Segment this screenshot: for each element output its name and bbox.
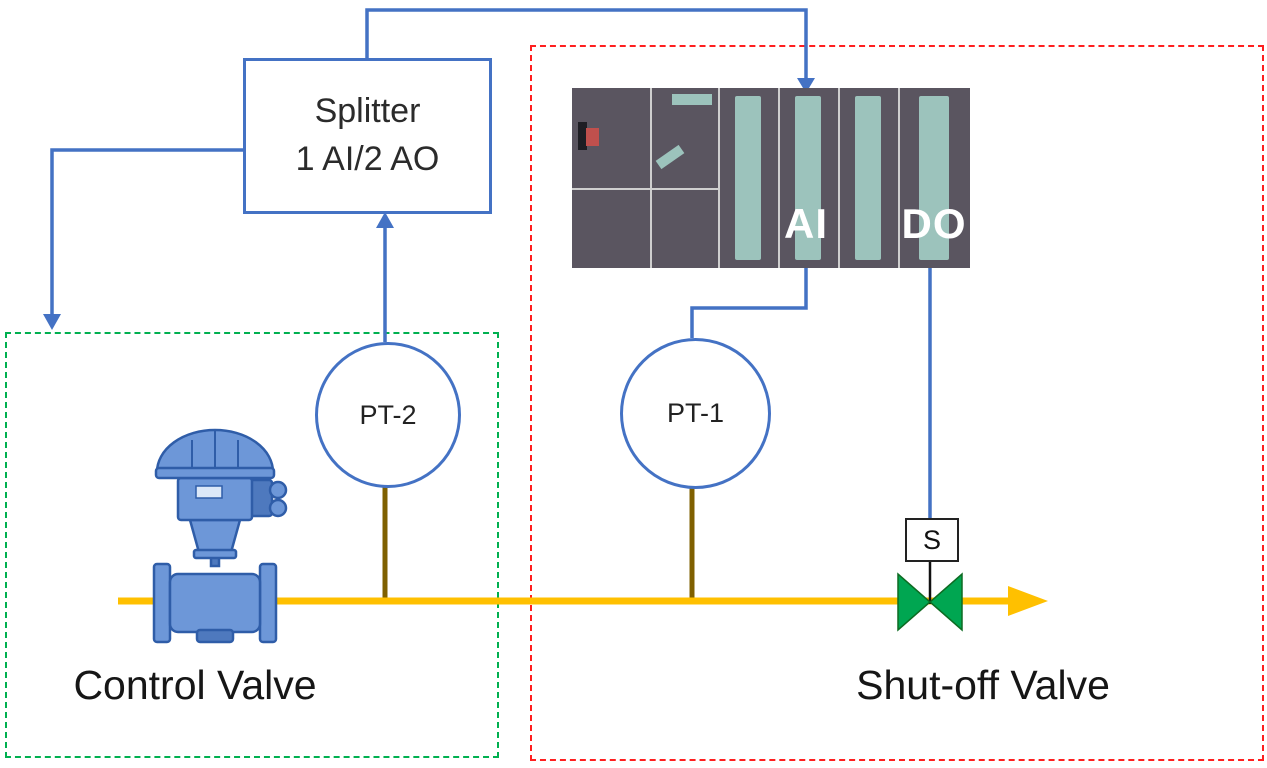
plc-divider: [838, 88, 840, 268]
plc-divider: [778, 88, 780, 268]
plc-cpu-display: [672, 94, 712, 105]
plc-power-led: [586, 128, 599, 146]
plc-divider: [572, 188, 718, 190]
shutoff-valve-icon: [897, 572, 963, 632]
connector-splitter-to-control-valve-zone: [43, 148, 243, 330]
plc-divider: [650, 88, 652, 268]
splitter-line2: 1 AI/2 AO: [295, 140, 440, 178]
solenoid-box: S: [905, 518, 959, 562]
pt2-label: PT-2: [359, 399, 417, 430]
splitter-box: Splitter 1 AI/2 AO: [243, 58, 492, 214]
zone-shutoff-valve: [530, 45, 1264, 761]
plc-power-switch: [578, 122, 587, 150]
plc-slot: [795, 96, 821, 260]
connector-splitter-to-plc: [365, 8, 815, 93]
plc-divider: [718, 88, 720, 268]
splitter-line1: Splitter: [314, 92, 421, 131]
control-valve-icon: [152, 428, 288, 644]
solenoid-label: S: [922, 524, 941, 555]
instrument-pt2: PT-2: [315, 342, 461, 488]
instrument-pt1: PT-1: [620, 338, 771, 489]
connector-pt1-to-ai: [690, 268, 808, 338]
plc-ai-label: AI: [784, 200, 828, 247]
label-control-valve: Control Valve: [73, 662, 317, 708]
plc-slot: [919, 96, 949, 260]
plc-slot: [735, 96, 761, 260]
plc-rack: AI DO: [572, 88, 970, 268]
plc-cpu-tag: [655, 144, 685, 170]
pt1-label: PT-1: [666, 398, 725, 428]
plc-divider: [898, 88, 900, 268]
connector-pt2-to-splitter: [376, 212, 394, 342]
label-shutoff-valve: Shut-off Valve: [856, 662, 1110, 708]
plc-do-label: DO: [901, 200, 967, 247]
zone-control-valve: [5, 332, 499, 758]
plc-slot: [855, 96, 881, 260]
pipe-arrow: [1008, 586, 1048, 616]
